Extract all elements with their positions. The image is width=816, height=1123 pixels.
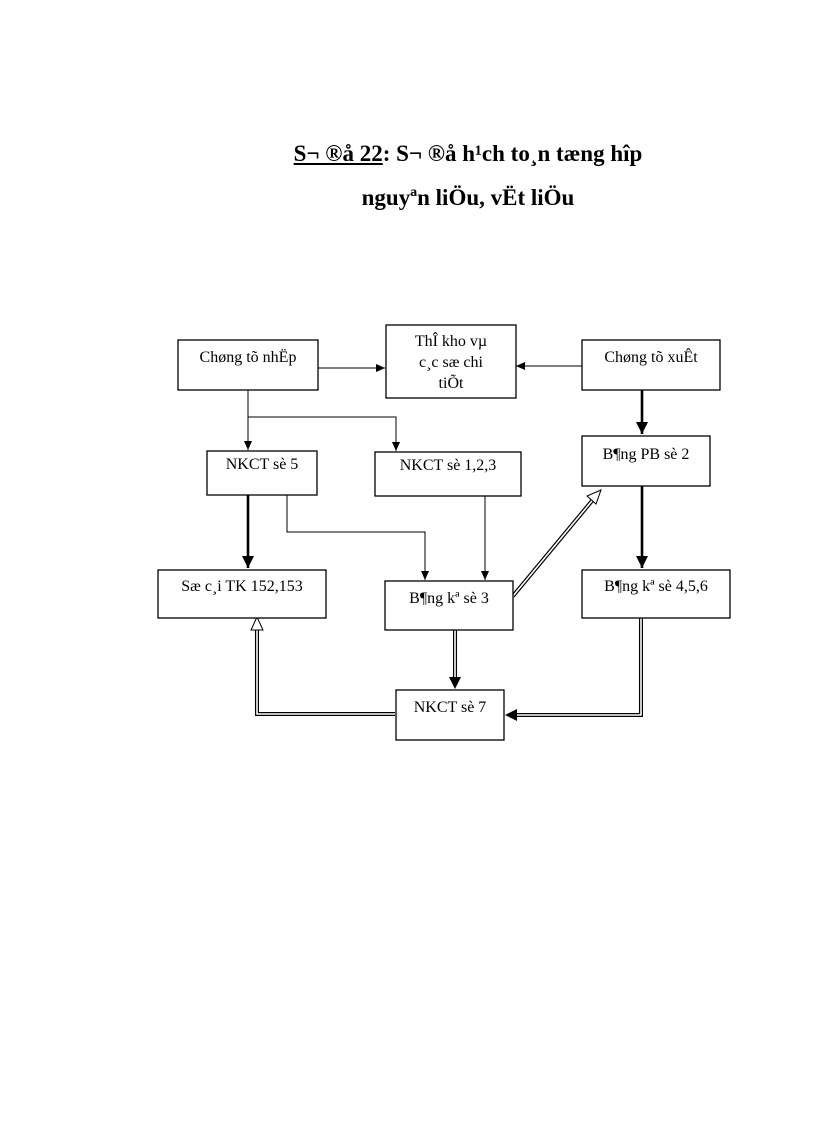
node-label: NKCT sè 1,2,3 bbox=[400, 457, 497, 474]
node-nkct-123: NKCT sè 1,2,3 bbox=[374, 451, 522, 497]
arrow-nkct5-to-bangke3 bbox=[286, 495, 429, 580]
diagram-title-line-1: S¬ ®å 22: S¬ ®å h¹ch to¸n tæng hîp bbox=[60, 141, 816, 167]
node-so-cai: Sæ c¸i TK 152,153 bbox=[157, 569, 327, 619]
arrow-nkct7-to-socai bbox=[250, 615, 395, 716]
node-label: B¶ng kª sè 3 bbox=[409, 590, 489, 607]
arrow-bangke456-to-nkct7 bbox=[505, 618, 643, 721]
node-label: NKCT sè 7 bbox=[414, 699, 487, 716]
node-label: NKCT sè 5 bbox=[226, 456, 299, 473]
diagram-title-line-2: nguyªn liÖu, vËt liÖu bbox=[361, 185, 575, 210]
diagram-title-text: : S¬ ®å h¹ch to¸n tæng hîp bbox=[382, 141, 643, 166]
arrow-bangke3-to-nkct7 bbox=[449, 630, 461, 689]
node-label: c¸c sæ chi bbox=[419, 354, 484, 371]
node-label: B¶ng PB sè 2 bbox=[603, 446, 690, 463]
node-label: tiÕt bbox=[439, 374, 464, 392]
node-label: B¶ng kª sè 4,5,6 bbox=[604, 578, 708, 595]
arrow-bangke3-to-bangpb2 bbox=[511, 489, 602, 598]
diagram-number: S¬ ®å 22 bbox=[293, 141, 383, 166]
arrow-nhap-to-nkct123 bbox=[248, 416, 400, 451]
node-label: Chøng tõ nhËp bbox=[200, 348, 297, 366]
node-chung-tu-nhap: Chøng tõ nhËp bbox=[177, 339, 319, 391]
node-bang-ke-456: B¶ng kª sè 4,5,6 bbox=[581, 569, 731, 619]
node-the-kho: ThÎ kho vµ c¸c sæ chi tiÕt bbox=[385, 324, 517, 399]
node-bang-pb-2: B¶ng PB sè 2 bbox=[581, 435, 711, 487]
node-label: Chøng tõ xuÊt bbox=[604, 347, 698, 366]
node-label: ThÎ kho vµ bbox=[415, 331, 487, 350]
node-nkct-7: NKCT sè 7 bbox=[395, 689, 505, 741]
node-nkct-5: NKCT sè 5 bbox=[206, 450, 318, 496]
node-chung-tu-xuat: Chøng tõ xuÊt bbox=[581, 339, 721, 391]
node-bang-ke-3: B¶ng kª sè 3 bbox=[384, 580, 514, 631]
node-label: Sæ c¸i TK 152,153 bbox=[181, 578, 302, 595]
